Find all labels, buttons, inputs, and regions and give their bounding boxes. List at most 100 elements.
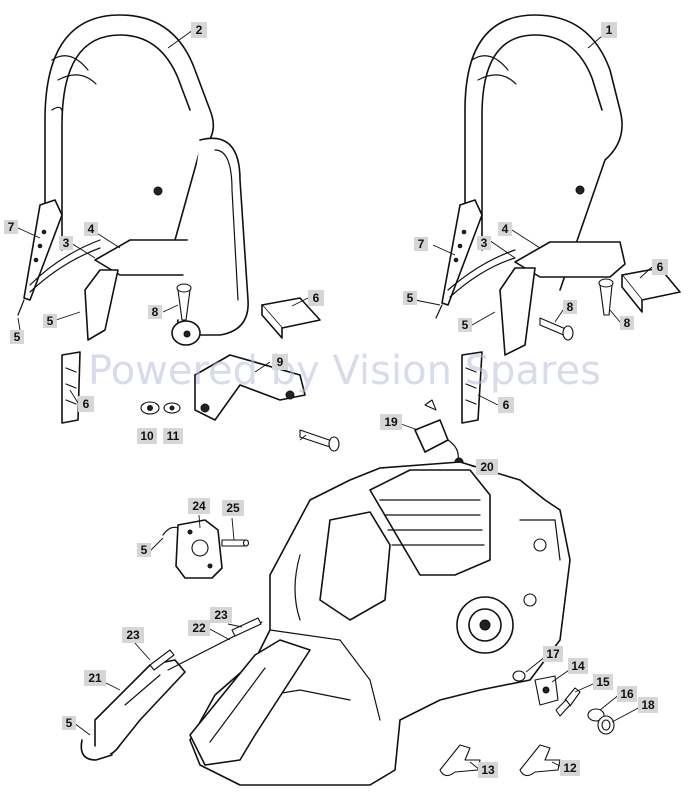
washer-11 [163,402,181,414]
screw-8-right-b [598,278,614,316]
svg-text:23: 23 [214,608,228,622]
svg-text:22: 22 [192,621,206,635]
rubber-block-right [621,267,681,313]
svg-text:8: 8 [567,300,574,314]
handlebar-right [464,14,626,356]
callout-label: 5 [62,716,76,730]
callout-label: 9 [272,354,288,370]
svg-text:5: 5 [66,716,73,730]
callout-label: 8 [620,316,634,330]
svg-text:6: 6 [313,291,320,305]
callout-label: 16 [617,686,637,702]
leader-lines [17,29,653,771]
bracket-9 [194,354,306,421]
svg-text:4: 4 [502,222,509,236]
clip-12 [519,744,561,777]
callout-label: 17 [543,646,563,662]
svg-text:10: 10 [140,429,154,443]
svg-text:23: 23 [126,628,140,642]
svg-text:2: 2 [196,23,203,37]
svg-text:24: 24 [192,499,206,513]
screw-8-left [176,283,192,321]
svg-text:5: 5 [462,318,469,332]
callout-label: 2 [191,22,207,38]
callout-label: 19 [380,414,402,430]
svg-text:25: 25 [226,501,240,515]
svg-text:11: 11 [167,429,180,443]
callout-label: 14 [568,658,588,674]
callout-label: 22 [188,620,210,636]
callout-label: 15 [593,674,613,690]
svg-text:7: 7 [8,220,15,234]
callout-label: 6 [652,259,668,275]
svg-text:9: 9 [277,355,284,369]
callout-label: 7 [414,237,428,251]
callout-label: 5 [43,314,57,328]
callout-label: 21 [84,670,106,686]
svg-text:6: 6 [83,397,90,411]
callout-label: 13 [478,762,498,778]
svg-text:13: 13 [481,763,495,777]
trigger-lockout-left [17,199,101,316]
callout-label: 23 [210,607,232,623]
throttle-trigger-21 [80,659,186,761]
svg-text:21: 21 [88,671,102,685]
ring-16 [587,708,605,722]
callout-label: 1 [601,22,617,38]
clip-13 [439,744,481,777]
callout-label: 25 [222,500,244,516]
svg-text:15: 15 [596,675,610,689]
svg-text:20: 20 [480,460,494,474]
callout-label: 6 [78,396,94,412]
callout-label: 20 [476,459,498,475]
engine-housing [189,461,571,786]
callout-label: 12 [560,760,580,776]
callout-label: 5 [137,543,151,557]
svg-text:1: 1 [606,23,613,37]
callout-label: 3 [59,236,73,250]
rear-handle [189,639,311,766]
svg-text:8: 8 [152,305,159,319]
watermark-text: Powered by Vision Spares [88,348,601,394]
sleeve-left [61,351,81,424]
svg-text:12: 12 [563,761,577,775]
nut-17 [512,670,526,682]
svg-text:4: 4 [88,222,95,236]
screw-10 [140,401,160,415]
callout-label: 8 [148,305,162,319]
callout-label: 6 [308,290,324,306]
svg-text:7: 7 [418,237,425,251]
trigger-lockout-right [435,199,516,319]
svg-text:16: 16 [620,687,634,701]
screw-8-lower [299,429,340,452]
callout-label: 3 [477,236,491,250]
callout-label: 5 [458,318,472,332]
svg-text:18: 18 [641,698,655,712]
callout-label: 18 [638,697,658,713]
callout-label: 4 [498,222,512,236]
ring-18 [597,715,615,735]
svg-text:14: 14 [571,659,585,673]
callout-label: 11 [163,428,183,444]
callout-label: 10 [137,428,157,444]
svg-text:5: 5 [14,330,21,344]
callout-label: 5 [10,330,24,344]
callout-label: 8 [563,300,577,314]
svg-text:3: 3 [481,236,488,250]
callout-label: 7 [4,220,18,234]
callout-label: 6 [498,397,514,413]
svg-text:3: 3 [63,236,70,250]
svg-text:5: 5 [141,543,148,557]
handlebar-left [44,14,249,346]
sleeve-23-left [149,649,175,671]
callout-label: 5 [403,291,417,305]
svg-text:5: 5 [47,314,54,328]
svg-text:8: 8 [624,316,631,330]
svg-text:19: 19 [384,415,398,429]
svg-text:6: 6 [503,398,510,412]
callout-label: 4 [84,222,98,236]
pin-25 [221,539,250,547]
callout-labels: 1 2 3 3 4 4 5 5 5 5 5 5 6 6 6 6 7 7 8 8 … [4,22,668,778]
adjuster-14 [534,675,559,706]
